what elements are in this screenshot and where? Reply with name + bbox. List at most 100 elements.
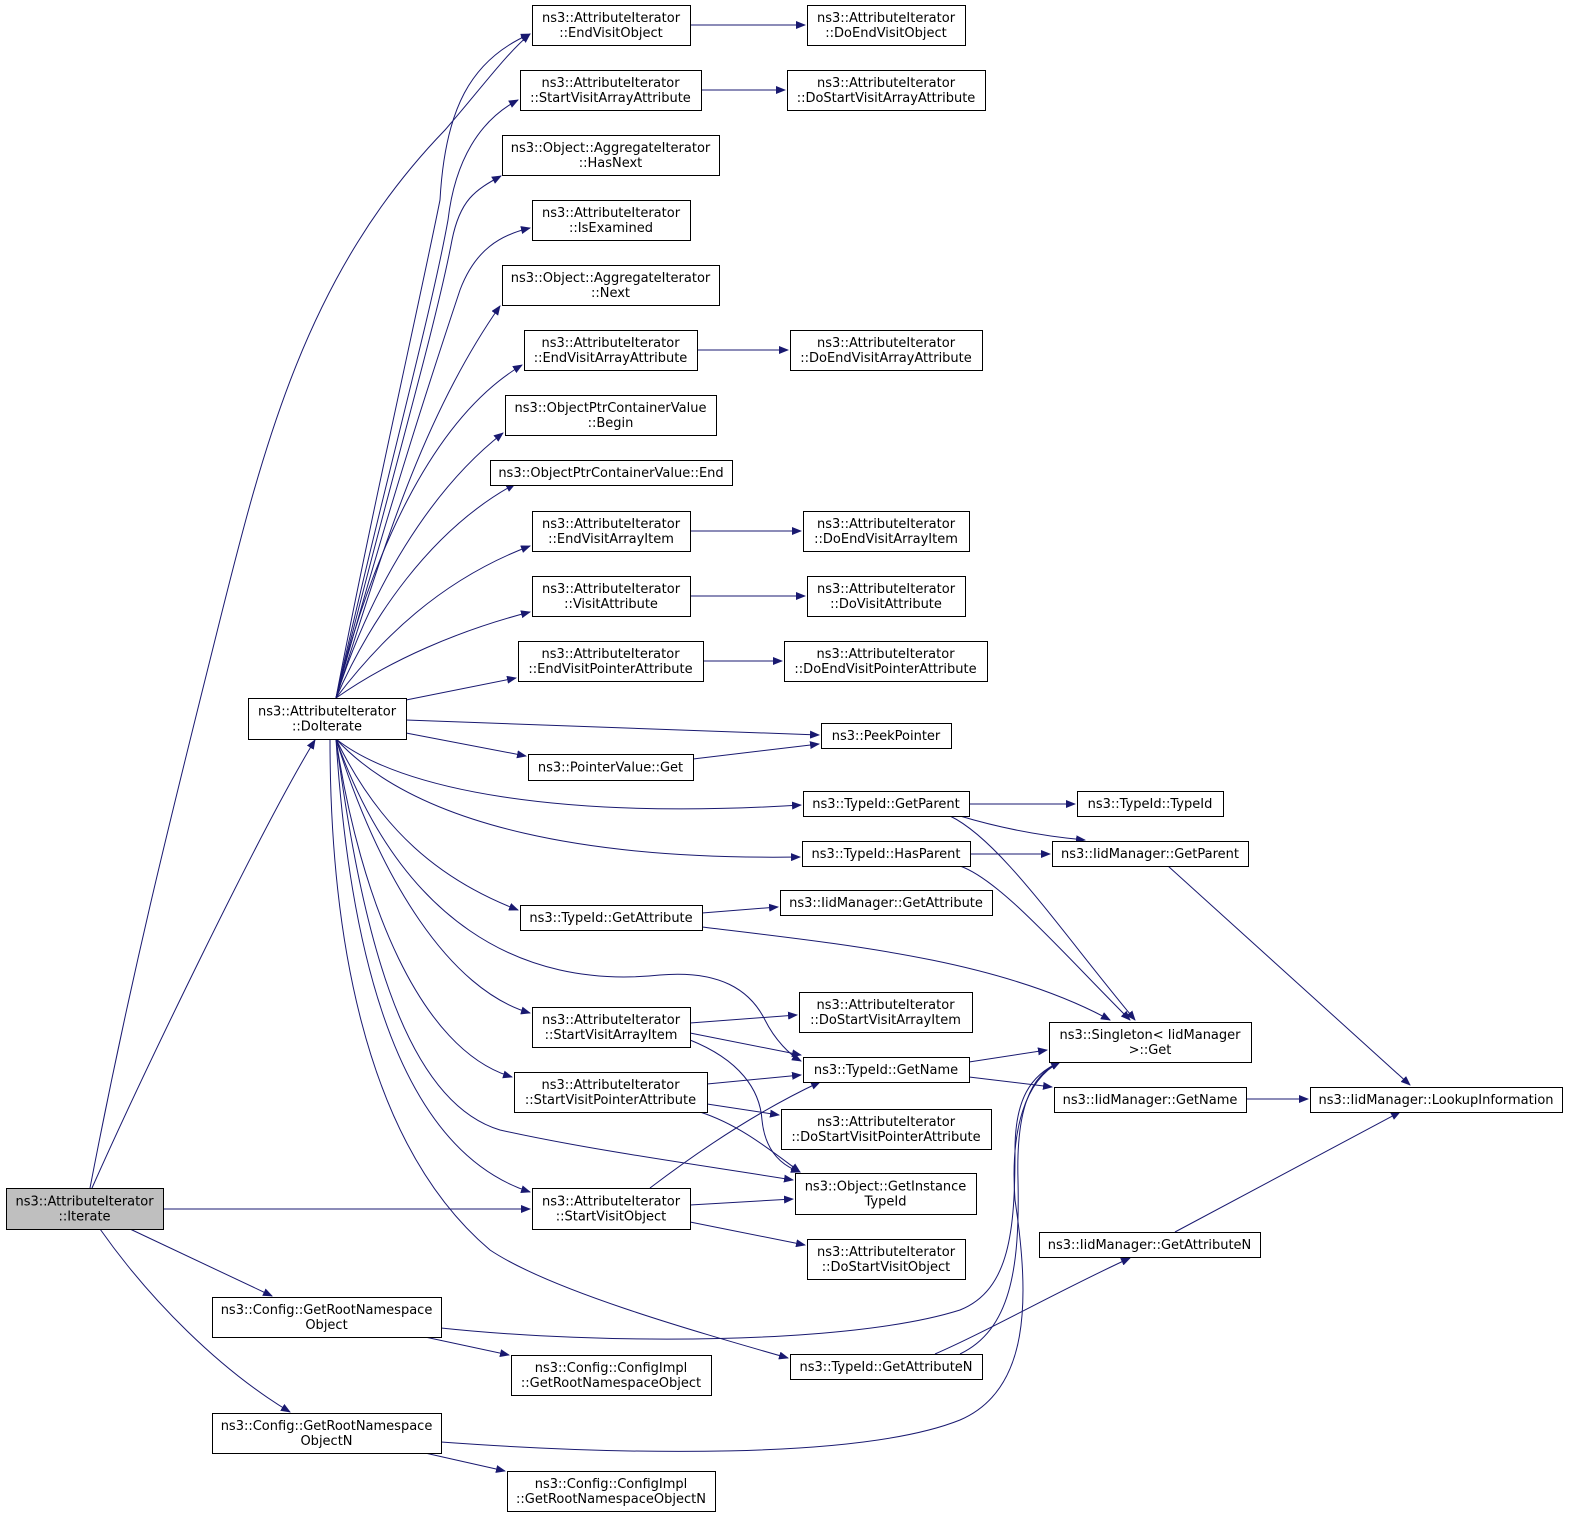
node-box: [807, 1239, 966, 1280]
node-box: [514, 1072, 708, 1113]
node-label-line: ::DoEndVisitObject: [825, 26, 946, 41]
node-label-line: ::GetRootNamespaceObjectN: [516, 1492, 706, 1507]
call-edge-startVisitObject-to-typeIdGetName: [649, 1081, 821, 1189]
node-box: [1310, 1087, 1563, 1113]
function-node-lookupInformation[interactable]: ns3::IidManager::LookupInformation: [1310, 1087, 1563, 1113]
function-node-doVisitAttribute[interactable]: ns3::AttributeIterator::DoVisitAttribute: [807, 576, 966, 617]
node-box: [790, 1354, 983, 1380]
call-edge-doIterate-to-visitAttribute: [335, 610, 531, 699]
node-label-line: ::Begin: [588, 416, 634, 431]
function-node-iidGetName[interactable]: ns3::IidManager::GetName: [1054, 1087, 1247, 1113]
node-label-line: ns3::AttributeIterator: [817, 582, 956, 597]
call-edge-doIterate-to-getInstanceTypeId: [335, 738, 794, 1183]
call-edge-doIterate-to-typeIdGetParent: [335, 738, 802, 810]
node-box: [1077, 791, 1224, 817]
call-edge-doIterate-to-endVisitArrayItem: [335, 545, 531, 699]
node-label-line: ns3::AttributeIterator: [817, 1115, 956, 1130]
node-box: [532, 200, 691, 241]
function-node-endVisitPointerAttr[interactable]: ns3::AttributeIterator::EndVisitPointerA…: [518, 641, 704, 682]
function-node-endVisitArrayAttr[interactable]: ns3::AttributeIterator::EndVisitArrayAtt…: [524, 330, 698, 371]
function-node-typeIdTypeId[interactable]: ns3::TypeId::TypeId: [1077, 791, 1224, 817]
node-box: [6, 1188, 164, 1230]
node-label-line: ns3::PointerValue::Get: [538, 761, 683, 776]
function-node-configImplGetRootNamespaceObject[interactable]: ns3::Config::ConfigImpl::GetRootNamespac…: [511, 1355, 712, 1396]
function-node-doStartVisitArrayAttr[interactable]: ns3::AttributeIterator::DoStartVisitArra…: [787, 70, 986, 111]
function-node-isExamined[interactable]: ns3::AttributeIterator::IsExamined: [532, 200, 691, 241]
call-edge-startVisitObject-to-getInstanceTypeId: [689, 1195, 794, 1206]
node-label-line: ::IsExamined: [569, 221, 653, 236]
call-edge-doIterate-to-startVisitPointerAttr: [335, 738, 513, 1079]
function-node-iidGetParent[interactable]: ns3::IidManager::GetParent: [1052, 841, 1249, 867]
function-node-endVisitArrayItem[interactable]: ns3::AttributeIterator::EndVisitArrayIte…: [532, 511, 691, 552]
function-node-iidGetAttributeN[interactable]: ns3::IidManager::GetAttributeN: [1039, 1232, 1261, 1258]
function-node-getRootNamespaceObject[interactable]: ns3::Config::GetRootNamespaceObject: [212, 1297, 442, 1338]
function-node-endVisitObject[interactable]: ns3::AttributeIterator::EndVisitObject: [532, 5, 691, 46]
function-node-typeIdHasParent[interactable]: ns3::TypeId::HasParent: [802, 841, 971, 867]
call-edge-startVisitArrayItem-to-getInstanceTypeId: [689, 1039, 801, 1173]
function-node-doEndVisitObject[interactable]: ns3::AttributeIterator::DoEndVisitObject: [807, 5, 966, 46]
function-node-typeIdGetParent[interactable]: ns3::TypeId::GetParent: [803, 791, 970, 817]
function-node-doEndVisitArrayItem[interactable]: ns3::AttributeIterator::DoEndVisitArrayI…: [803, 511, 970, 552]
function-node-typeIdGetAttributeN[interactable]: ns3::TypeId::GetAttributeN: [790, 1354, 983, 1380]
node-box: [821, 723, 952, 749]
node-label-line: ::StartVisitPointerAttribute: [525, 1093, 696, 1108]
function-node-startVisitObject[interactable]: ns3::AttributeIterator::StartVisitObject: [532, 1188, 691, 1230]
node-label-line: ns3::Object::AggregateIterator: [511, 271, 711, 286]
node-box: [532, 511, 691, 552]
node-label-line: ns3::TypeId::GetAttribute: [529, 911, 692, 926]
function-node-doEndVisitPointerAttr[interactable]: ns3::AttributeIterator::DoEndVisitPointe…: [784, 641, 988, 682]
node-box: [795, 1173, 977, 1215]
node-label-line: ns3::ObjectPtrContainerValue: [515, 401, 707, 416]
function-node-peekPointer[interactable]: ns3::PeekPointer: [821, 723, 952, 749]
function-node-visitAttribute[interactable]: ns3::AttributeIterator::VisitAttribute: [532, 576, 691, 617]
call-edge-doIterate-to-typeIdHasParent: [335, 738, 801, 862]
call-edge-doIterate-to-endVisitObject: [335, 33, 531, 699]
function-node-getRootNamespaceObjectN[interactable]: ns3::Config::GetRootNamespaceObjectN: [212, 1413, 442, 1454]
call-edge-doIterate-to-begin: [335, 432, 504, 699]
node-label-line: ns3::PeekPointer: [832, 729, 941, 744]
function-node-hasNext[interactable]: ns3::Object::AggregateIterator::HasNext: [502, 135, 720, 176]
function-node-startVisitArrayItem[interactable]: ns3::AttributeIterator::StartVisitArrayI…: [532, 1007, 691, 1048]
function-node-iidGetAttribute[interactable]: ns3::IidManager::GetAttribute: [780, 890, 993, 916]
node-label-line: ns3::IidManager::GetAttributeN: [1048, 1238, 1252, 1253]
node-label-line: TypeId: [864, 1195, 907, 1210]
function-node-startVisitPointerAttr[interactable]: ns3::AttributeIterator::StartVisitPointe…: [514, 1072, 708, 1113]
function-node-typeIdGetAttribute[interactable]: ns3::TypeId::GetAttribute: [520, 905, 703, 931]
node-label-line: ::Iterate: [58, 1210, 110, 1225]
node-label-line: ns3::AttributeIterator: [817, 336, 956, 351]
function-node-end[interactable]: ns3::ObjectPtrContainerValue::End: [490, 460, 733, 486]
function-node-next[interactable]: ns3::Object::AggregateIterator::Next: [502, 265, 720, 306]
function-node-doEndVisitArrayAttr[interactable]: ns3::AttributeIterator::DoEndVisitArrayA…: [790, 330, 983, 371]
function-node-singletonGet[interactable]: ns3::Singleton< IidManager >::Get: [1049, 1022, 1252, 1063]
function-node-doIterate[interactable]: ns3::AttributeIterator::DoIterate: [248, 698, 407, 740]
call-edge-doIterate-to-peekPointer: [405, 719, 820, 739]
node-box: [803, 791, 970, 817]
node-label-line: ns3::Config::GetRootNamespace: [221, 1303, 433, 1318]
function-node-iterate[interactable]: ns3::AttributeIterator::Iterate: [6, 1188, 164, 1230]
node-label-line: ns3::AttributeIterator: [816, 647, 955, 662]
node-label-line: ::StartVisitArrayAttribute: [530, 91, 691, 106]
node-label-line: ns3::Object::GetInstance: [805, 1180, 967, 1195]
call-edge-iterate-to-doIterate: [91, 739, 316, 1189]
call-edge-pointerValueGet-to-peekPointer: [692, 741, 820, 760]
call-edge-iterate-to-getRootNamespaceObject: [129, 1228, 273, 1297]
call-edge-startVisitPointerAttr-to-getInstanceTypeId: [699, 1111, 801, 1173]
node-box: [511, 1355, 712, 1396]
node-box: [1052, 841, 1249, 867]
function-node-doStartVisitArrayItem[interactable]: ns3::AttributeIterator::DoStartVisitArra…: [799, 992, 973, 1033]
function-node-typeIdGetName[interactable]: ns3::TypeId::GetName: [803, 1057, 970, 1083]
call-edge-iterate-to-getRootNamespaceObjectN: [99, 1228, 291, 1413]
function-node-doStartVisitPointerAttr[interactable]: ns3::AttributeIterator::DoStartVisitPoin…: [781, 1109, 992, 1150]
function-node-begin[interactable]: ns3::ObjectPtrContainerValue::Begin: [505, 395, 717, 436]
function-node-doStartVisitObject[interactable]: ns3::AttributeIterator::DoStartVisitObje…: [807, 1239, 966, 1280]
call-edge-doIterate-to-end: [335, 483, 516, 699]
node-label-line: ::DoStartVisitObject: [822, 1260, 951, 1275]
function-node-configImplGetRootNamespaceObjectN[interactable]: ns3::Config::ConfigImpl::GetRootNamespac…: [507, 1471, 716, 1512]
function-node-pointerValueGet[interactable]: ns3::PointerValue::Get: [528, 754, 694, 781]
node-box: [532, 1188, 691, 1230]
node-label-line: >::Get: [1129, 1043, 1172, 1058]
node-label-line: ns3::AttributeIterator: [817, 517, 956, 532]
function-node-startVisitArrayAttr[interactable]: ns3::AttributeIterator::StartVisitArrayA…: [520, 70, 702, 111]
node-label-line: ::DoEndVisitArrayItem: [814, 532, 958, 547]
